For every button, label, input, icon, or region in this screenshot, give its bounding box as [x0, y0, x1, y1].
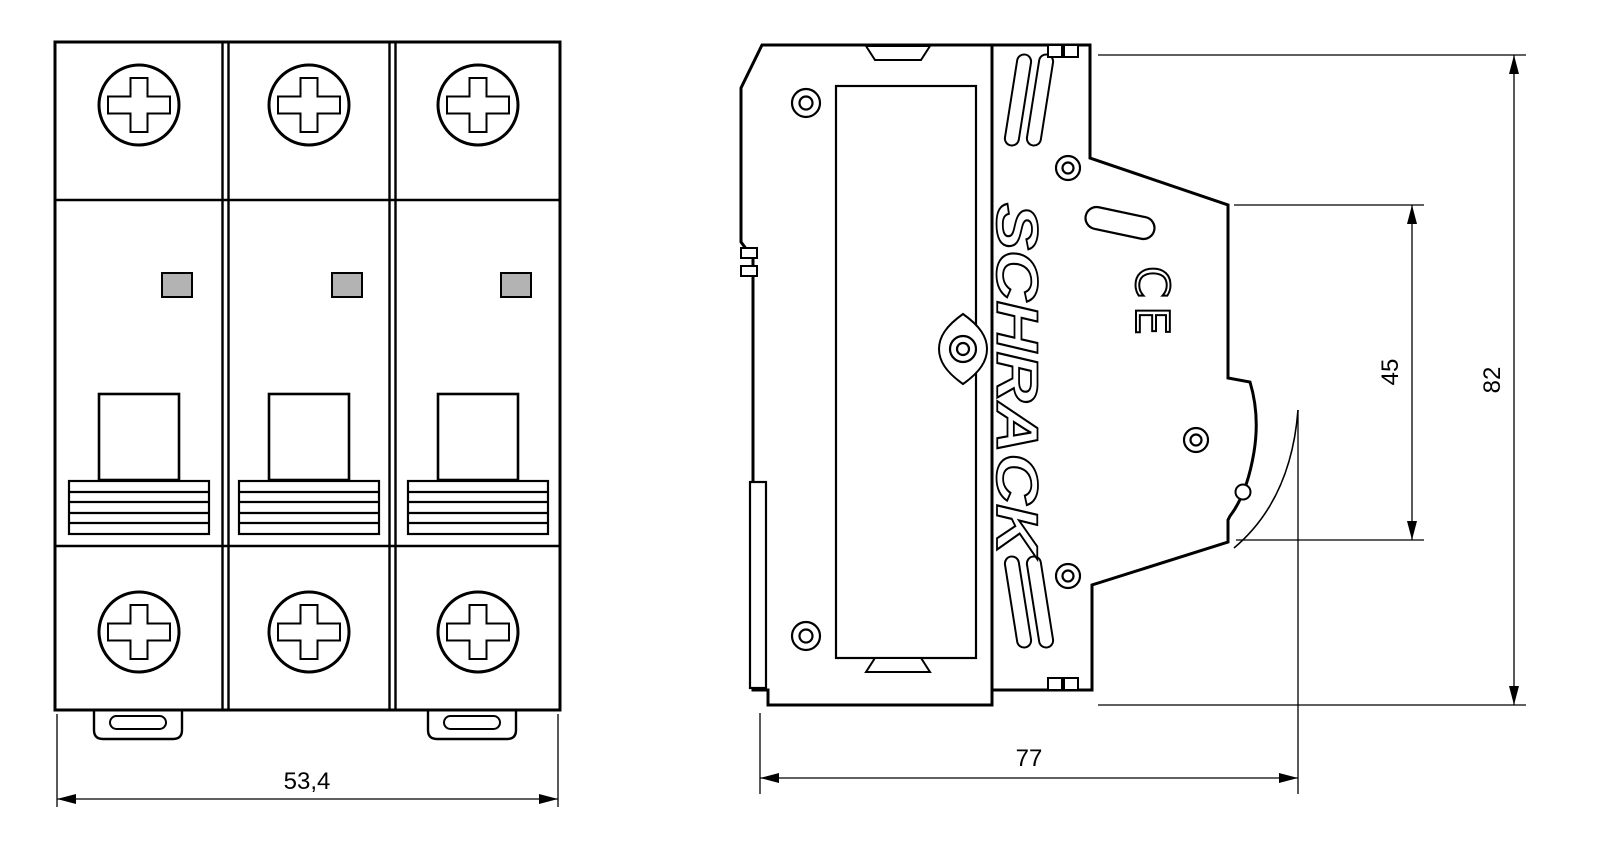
- front-view: 53,4: [53, 40, 562, 807]
- ventilation-slot: [1025, 555, 1055, 649]
- phillips-cross-icon: [107, 77, 171, 133]
- arrowhead-up-icon: [1407, 205, 1417, 224]
- terminal-clamp: [1063, 677, 1079, 691]
- phillips-cross-icon: [446, 604, 510, 660]
- arrowhead-down-icon: [1407, 521, 1417, 540]
- toggle-pivot: [1234, 483, 1252, 501]
- grip-ridges: [406, 479, 550, 536]
- dimension-label-width: 53,4: [284, 768, 331, 795]
- dimension-label-overall-height: 82: [1479, 367, 1506, 394]
- arrowhead-left-icon: [57, 794, 76, 804]
- toggle-handle: [267, 392, 351, 482]
- housing-rivet: [1182, 426, 1210, 454]
- brand-text: SCHRACK: [984, 203, 1049, 560]
- toggle-handle: [97, 392, 181, 482]
- oval-recess: [1084, 205, 1156, 241]
- housing-rivet: [1054, 154, 1082, 182]
- bottom-latch-tab: [864, 657, 932, 673]
- dimension-width: 53,4: [56, 714, 559, 807]
- rivet: [790, 87, 822, 119]
- breaker-side-front-outline: [990, 43, 1258, 692]
- arrowhead-up-icon: [1509, 55, 1519, 74]
- terminal-clamp: [1047, 677, 1063, 691]
- din-clip-tooth: [740, 265, 758, 277]
- housing-rivet: [1054, 562, 1082, 590]
- arrowhead-left-icon: [760, 773, 779, 783]
- grip-ridges: [237, 479, 381, 536]
- pole-2: [237, 63, 381, 674]
- dimension-label-depth: 77: [1016, 745, 1043, 772]
- ce-mark-text: CE: [1125, 266, 1179, 343]
- status-indicator-window: [500, 272, 532, 298]
- pole-1: [67, 63, 211, 674]
- lever-swing-arc: [1233, 409, 1299, 549]
- side-view: SCHRACK CE 77 45: [739, 43, 1526, 794]
- dimension-label-front-height: 45: [1377, 359, 1404, 386]
- dimension-front-height: 45: [1234, 204, 1424, 541]
- grip-ridges: [67, 479, 211, 536]
- din-clip-tooth: [740, 247, 758, 259]
- top-latch-tab: [864, 45, 932, 61]
- status-indicator-window: [161, 272, 193, 298]
- din-clip-slider: [748, 480, 768, 690]
- terminal-clamp: [1063, 44, 1079, 58]
- din-rail-clip: [92, 710, 184, 741]
- status-indicator-window: [331, 272, 363, 298]
- rivet: [790, 620, 822, 652]
- ventilation-slot: [1003, 53, 1033, 147]
- phillips-cross-icon: [107, 604, 171, 660]
- terminal-clamp: [1047, 44, 1063, 58]
- arrowhead-right-icon: [1279, 773, 1298, 783]
- arrowhead-down-icon: [1509, 686, 1519, 705]
- dimension-depth: 77: [759, 410, 1299, 794]
- pole-3: [406, 63, 550, 674]
- phillips-cross-icon: [277, 77, 341, 133]
- ventilation-slot: [1003, 555, 1033, 649]
- mounting-hole: [937, 312, 989, 386]
- arrowhead-right-icon: [539, 794, 558, 804]
- dimension-overall-height: 82: [1098, 54, 1526, 706]
- din-rail-clip: [426, 710, 518, 741]
- phillips-cross-icon: [446, 77, 510, 133]
- phillips-cross-icon: [277, 604, 341, 660]
- toggle-handle: [436, 392, 520, 482]
